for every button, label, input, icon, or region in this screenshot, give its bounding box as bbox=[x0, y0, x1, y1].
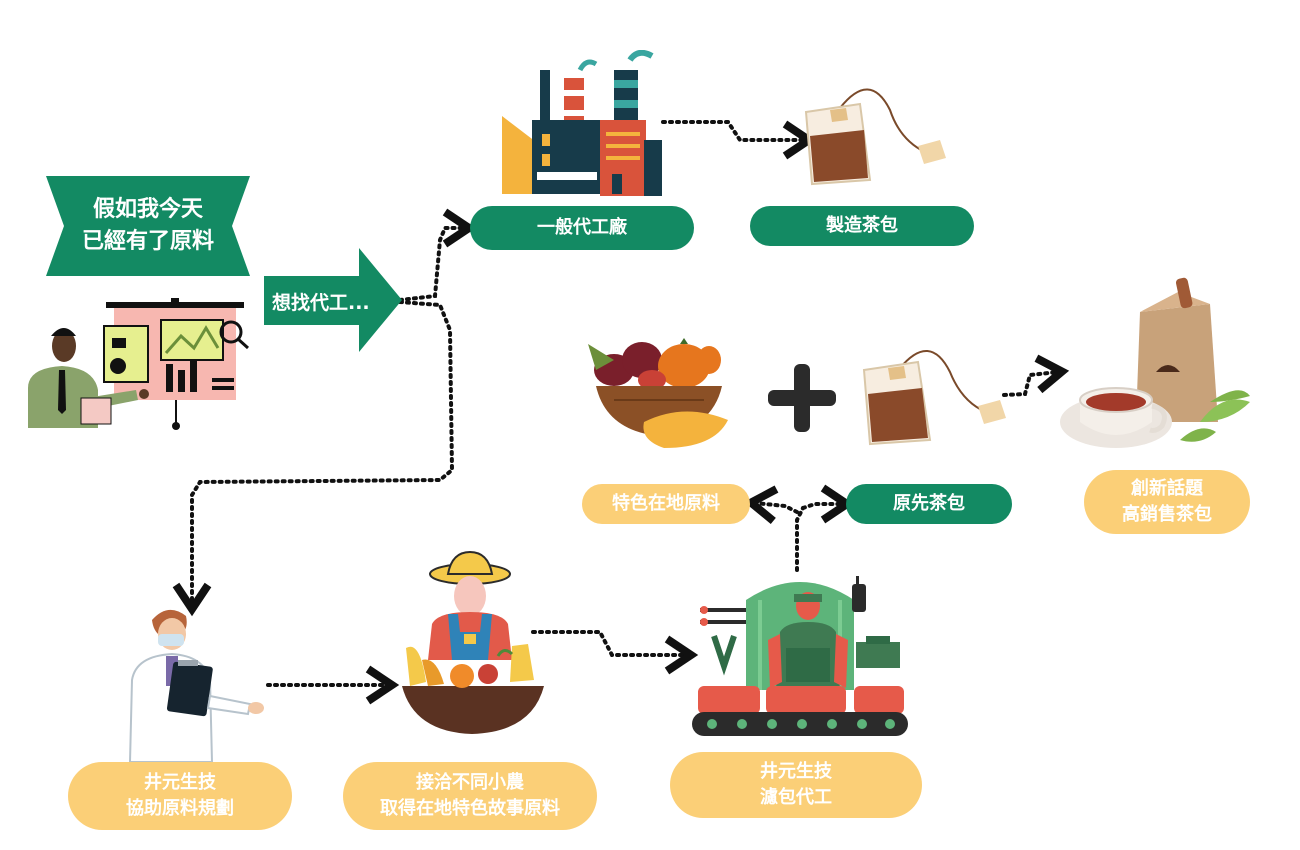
node-make-teabag: 製造茶包 bbox=[750, 206, 974, 246]
node-innovative-teabag: 創新話題 高銷售茶包 bbox=[1084, 470, 1250, 534]
machine-worker-illustration bbox=[692, 576, 908, 736]
teabag-illustration-top bbox=[804, 88, 946, 186]
connector-to-local bbox=[743, 485, 799, 525]
doctor-illustration bbox=[128, 609, 264, 766]
connector-factory-teabag bbox=[661, 120, 817, 160]
banner-shape bbox=[46, 176, 250, 276]
plus-icon bbox=[768, 364, 836, 432]
banner-text: 假如我今天 已經有了原料 bbox=[81, 197, 214, 254]
farmer-illustration bbox=[402, 550, 544, 734]
big-arrow-shape bbox=[264, 248, 402, 352]
node-planning: 井元生技 協助原料規劃 bbox=[68, 762, 292, 830]
node-oem: 井元生技 濾包代工 bbox=[670, 752, 922, 818]
connector-to-factory bbox=[398, 208, 477, 302]
connector-down bbox=[172, 300, 455, 617]
node-farmers: 接洽不同小農 取得在地特色故事原料 bbox=[343, 762, 597, 830]
teabag-illustration-middle bbox=[862, 350, 1006, 446]
factory-illustration bbox=[502, 50, 662, 196]
vegetable-basket-illustration bbox=[588, 338, 728, 448]
connector-to-original bbox=[801, 484, 855, 524]
connector-farmers-oem bbox=[531, 630, 699, 675]
node-original-teabag: 原先茶包 bbox=[846, 484, 1012, 524]
tea-product-illustration bbox=[1060, 277, 1250, 448]
node-local-material: 特色在地原料 bbox=[582, 484, 750, 524]
connector-teabag-to-product bbox=[1002, 354, 1070, 397]
node-general-factory: 一般代工廠 bbox=[470, 206, 694, 250]
connector-oem-up bbox=[795, 506, 805, 572]
presenter-illustration bbox=[28, 298, 250, 430]
arrow-label: 想找代工... bbox=[272, 292, 370, 314]
